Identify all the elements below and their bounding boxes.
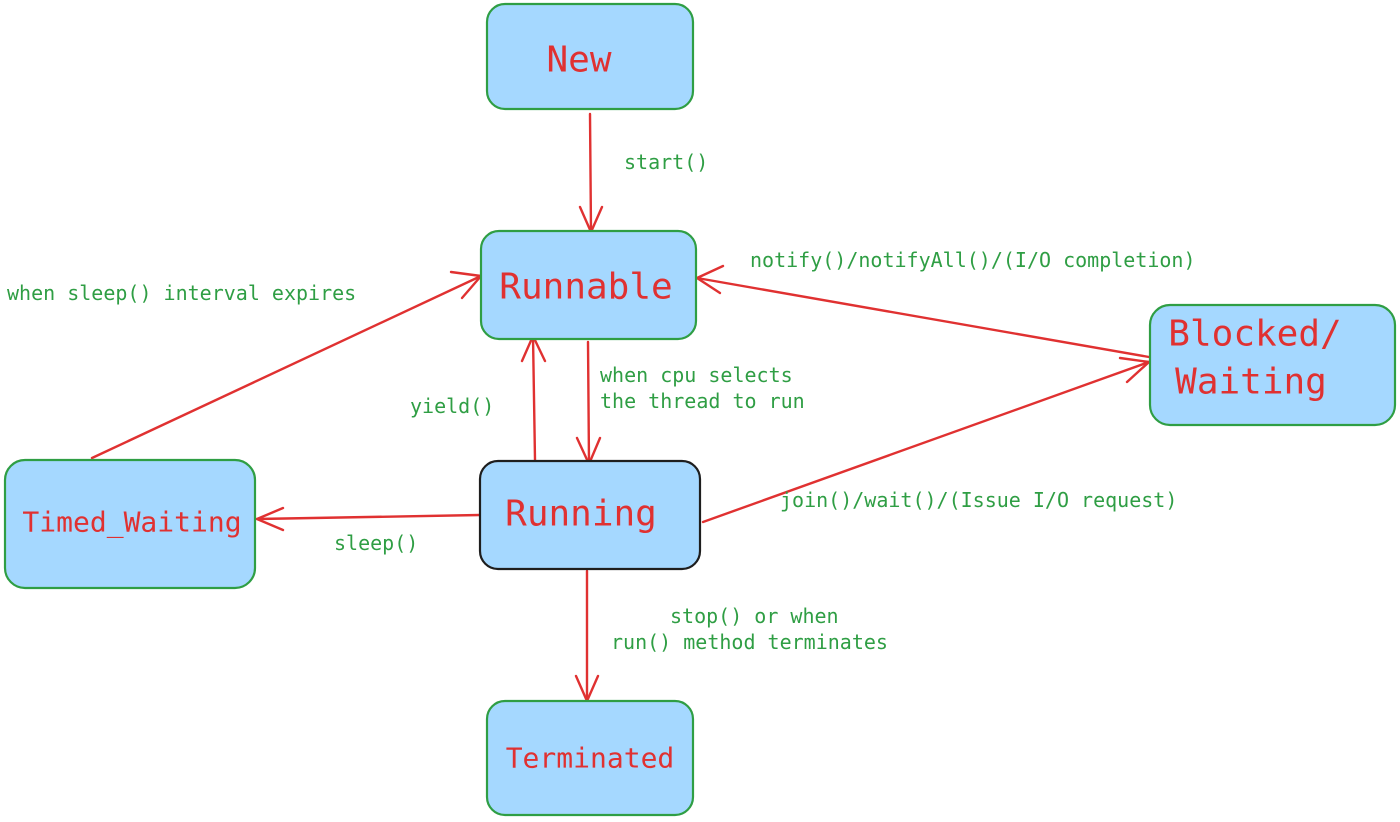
label-yield: yield() — [410, 394, 494, 418]
state-running: Running — [478, 459, 702, 571]
arrow-runnable-to-running — [575, 340, 602, 466]
arrow-blocked-to-runnable — [695, 264, 1151, 359]
label-stop-line1: stop() or when — [670, 604, 839, 628]
state-terminated-label: Terminated — [506, 742, 675, 775]
state-runnable: Runnable — [479, 229, 698, 341]
arrow-running-to-terminated — [574, 569, 600, 703]
state-runnable-label: Runnable — [499, 267, 672, 308]
arrow-running-to-timed-waiting — [255, 506, 482, 532]
label-join-wait: join()/wait()/(Issue I/O request) — [780, 488, 1177, 512]
label-sleep: sleep() — [334, 531, 418, 555]
state-running-label: Running — [505, 494, 657, 535]
state-blocked-waiting: Blocked/ Waiting — [1148, 303, 1397, 427]
transition-labels: start() notify()/notifyAll()/(I/O comple… — [7, 150, 1196, 654]
label-stop-line2: run() method terminates — [611, 630, 888, 654]
arrow-running-to-runnable — [520, 334, 547, 462]
state-timed-waiting-label: Timed_Waiting — [22, 506, 241, 540]
label-notify: notify()/notifyAll()/(I/O completion) — [750, 248, 1196, 272]
state-timed-waiting: Timed_Waiting — [3, 458, 257, 590]
state-blocked-label-line2: Waiting — [1175, 362, 1327, 403]
label-cpu-selects-line1: when cpu selects — [600, 363, 793, 387]
label-cpu-selects-line2: the thread to run — [600, 389, 805, 413]
state-new: New — [485, 2, 695, 111]
label-sleep-expires: when sleep() interval expires — [7, 281, 356, 305]
state-blocked-label-line1: Blocked/ — [1168, 314, 1341, 355]
label-start: start() — [624, 150, 708, 174]
state-new-label: New — [546, 40, 611, 81]
state-terminated: Terminated — [485, 699, 695, 817]
arrow-new-to-runnable — [578, 112, 604, 234]
